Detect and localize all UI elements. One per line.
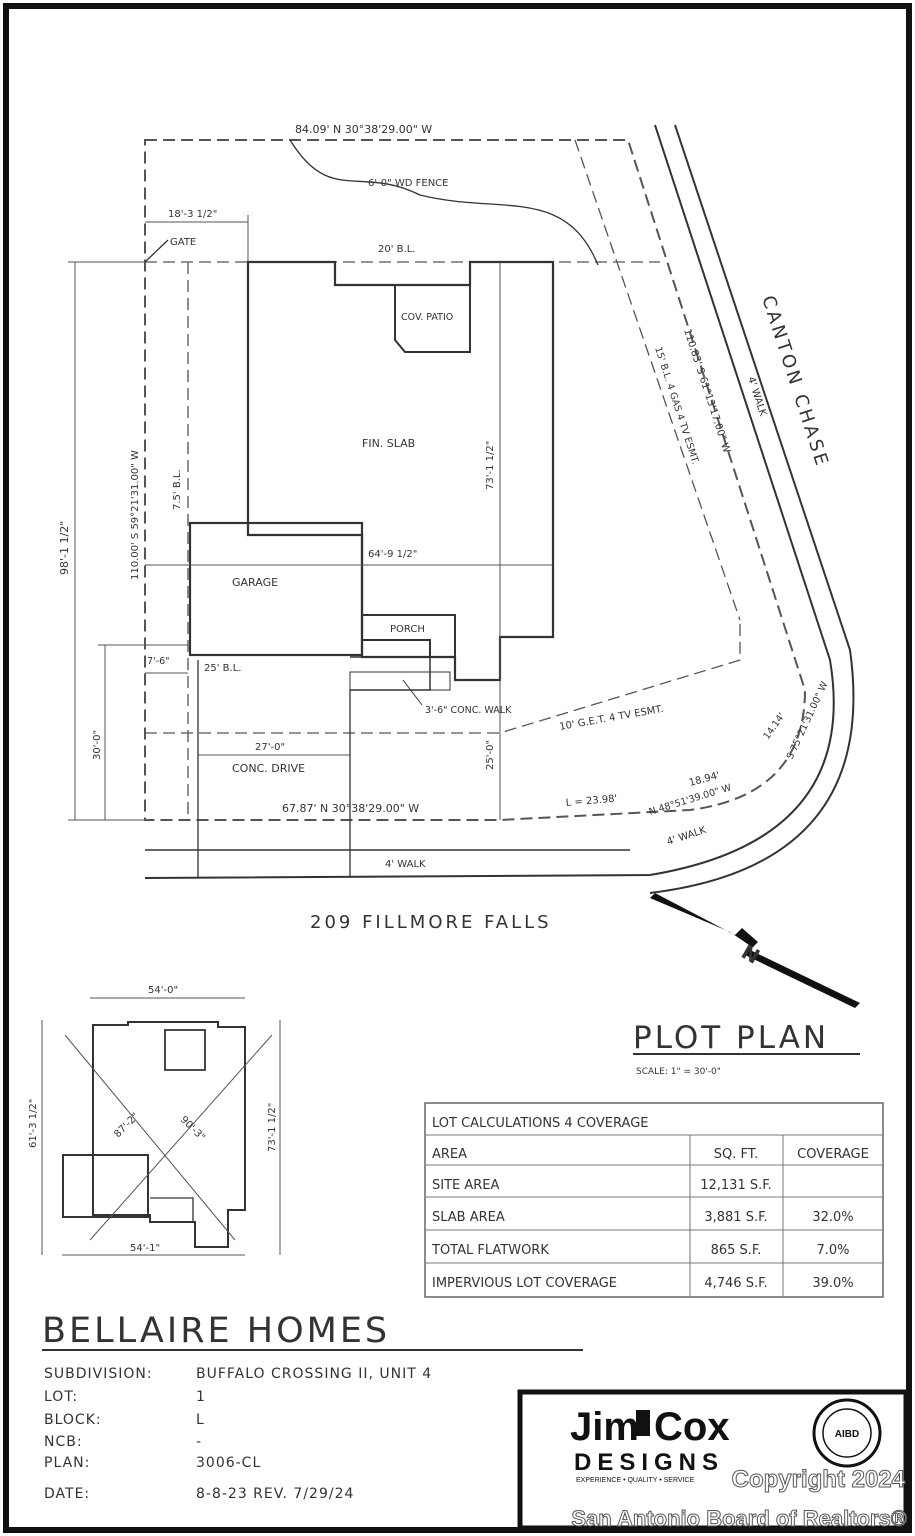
offset-small-label: 7'-6" bbox=[147, 656, 170, 667]
field-value: - bbox=[196, 1434, 202, 1450]
drive-width-label: 27'-0" bbox=[255, 742, 285, 753]
cov-patio-label: COV. PATIO bbox=[401, 312, 453, 323]
lot-table-header: SQ. FT. bbox=[714, 1147, 759, 1162]
setback-lines bbox=[145, 139, 741, 820]
field-value: 8-8-23 REV. 7/29/24 bbox=[196, 1486, 354, 1502]
watermark-line1: Copyright 2024 bbox=[732, 1466, 906, 1493]
aibd-seal-icon: AIBD bbox=[812, 1398, 882, 1468]
key-plan-bottom-dim: 54'-1" bbox=[130, 1243, 160, 1254]
field-label: DATE: bbox=[44, 1486, 90, 1502]
top-bearing-label: 84.09' N 30°38'29.00" W bbox=[295, 123, 432, 136]
field-value: 1 bbox=[196, 1389, 206, 1405]
lot-calculations-table: LOT CALCULATIONS 4 COVERAGE AREA SQ. FT.… bbox=[424, 1102, 884, 1298]
front-setback-dim-label: 30'-0" bbox=[92, 730, 103, 760]
lot-table-cell: 4,746 S.F. bbox=[704, 1276, 767, 1291]
field-value: 3006-CL bbox=[196, 1455, 261, 1471]
front-bl-label: 25' B.L. bbox=[204, 663, 241, 674]
lot-table-cell: 3,881 S.F. bbox=[704, 1210, 767, 1225]
field-label: SUBDIVISION: bbox=[44, 1366, 153, 1382]
lot-table-cell: 865 S.F. bbox=[711, 1243, 762, 1258]
site-features bbox=[144, 139, 599, 878]
lot-table-cell: 12,131 S.F. bbox=[700, 1178, 772, 1193]
watermark-line2: San Antonio Board of Realtors® bbox=[571, 1506, 907, 1531]
lot-table-header: COVERAGE bbox=[797, 1147, 869, 1162]
lot-table-cell: SLAB AREA bbox=[432, 1210, 505, 1225]
builder-block: BELLAIRE HOMES SUBDIVISION: BUFFALO CROS… bbox=[42, 1311, 583, 1502]
logo-sub: DESIGNS bbox=[574, 1449, 724, 1476]
logo-name-left: Jim bbox=[570, 1405, 639, 1449]
lot-depth-label: 98'-1 1/2" bbox=[58, 521, 71, 575]
left-bearing-label: 110.00' S 59°21'31.00" W bbox=[130, 450, 141, 580]
field-value: BUFFALO CROSSING II, UNIT 4 bbox=[196, 1366, 432, 1382]
key-plan-left-dim: 61'-3 1/2" bbox=[28, 1099, 39, 1148]
lot-table-cell: 39.0% bbox=[812, 1276, 853, 1291]
field-label: NCB: bbox=[44, 1434, 83, 1450]
lot-boundary bbox=[144, 124, 855, 894]
side-setback-label: 18'-3 1/2" bbox=[168, 209, 217, 220]
sheet-border bbox=[3, 3, 912, 1533]
logo-name-right: Cox bbox=[654, 1405, 730, 1449]
width-dimension-label: 64'-9 1/2" bbox=[368, 549, 417, 560]
lot-table-cell: 32.0% bbox=[812, 1210, 853, 1225]
plot-plan-title: PLOT PLAN SCALE: 1" = 30'-0" bbox=[633, 1020, 860, 1077]
field-label: PLAN: bbox=[44, 1455, 90, 1471]
fence-label: 6'-0" WD FENCE bbox=[368, 178, 448, 189]
fin-slab-label: FIN. SLAB bbox=[362, 437, 415, 450]
front-bearing-label: 67.87' N 30°38'29.00" W bbox=[282, 802, 419, 815]
arc-length-label: L = 23.98' bbox=[565, 794, 617, 809]
dimension-lines bbox=[68, 215, 553, 821]
garage-label: GARAGE bbox=[232, 576, 278, 589]
designer-logo-block: Jim Cox DESIGNS EXPERIENCE • QUALITY • S… bbox=[517, 1389, 909, 1531]
scale-label: SCALE: 1" = 30'-0" bbox=[636, 1067, 721, 1077]
conc-walk-label: 3'-6" CONC. WALK bbox=[425, 705, 512, 716]
field-value: L bbox=[196, 1412, 205, 1428]
logo-divider-icon bbox=[636, 1410, 650, 1436]
key-plan-right-dim: 73'-1 1/2" bbox=[267, 1103, 278, 1152]
walk-front-label: 4' WALK bbox=[385, 859, 426, 870]
gate-label: GATE bbox=[170, 237, 196, 248]
lot-table-cell: TOTAL FLATWORK bbox=[431, 1243, 549, 1258]
builder-name: BELLAIRE HOMES bbox=[42, 1311, 390, 1351]
field-label: BLOCK: bbox=[44, 1412, 102, 1428]
porch-label: PORCH bbox=[390, 624, 425, 635]
address-street-label: 209 FILLMORE FALLS bbox=[310, 912, 552, 933]
side-bl-label: 7.5' B.L. bbox=[172, 469, 183, 510]
logo-tagline: EXPERIENCE • QUALITY • SERVICE bbox=[576, 1477, 695, 1484]
field-label: LOT: bbox=[44, 1389, 78, 1405]
lot-table-cell: 7.0% bbox=[816, 1243, 849, 1258]
depth-dimension-label: 73'-1 1/2" bbox=[485, 441, 496, 490]
lot-table-header: AREA bbox=[432, 1147, 467, 1162]
lot-table-title: LOT CALCULATIONS 4 COVERAGE bbox=[432, 1116, 648, 1131]
lot-table-cell: SITE AREA bbox=[432, 1178, 500, 1193]
rear-bl-label: 20' B.L. bbox=[378, 244, 415, 255]
copyright-watermark: Copyright 2024 San Antonio Board of Real… bbox=[571, 1466, 908, 1532]
plot-plan-heading: PLOT PLAN bbox=[633, 1020, 829, 1056]
svg-text:AIBD: AIBD bbox=[835, 1429, 859, 1440]
key-plan-top-dim: 54'-0" bbox=[148, 985, 178, 996]
lot-table-cell: IMPERVIOUS LOT COVERAGE bbox=[432, 1276, 617, 1291]
front-depth-label: 25'-0" bbox=[485, 740, 496, 770]
conc-drive-label: CONC. DRIVE bbox=[232, 762, 305, 775]
